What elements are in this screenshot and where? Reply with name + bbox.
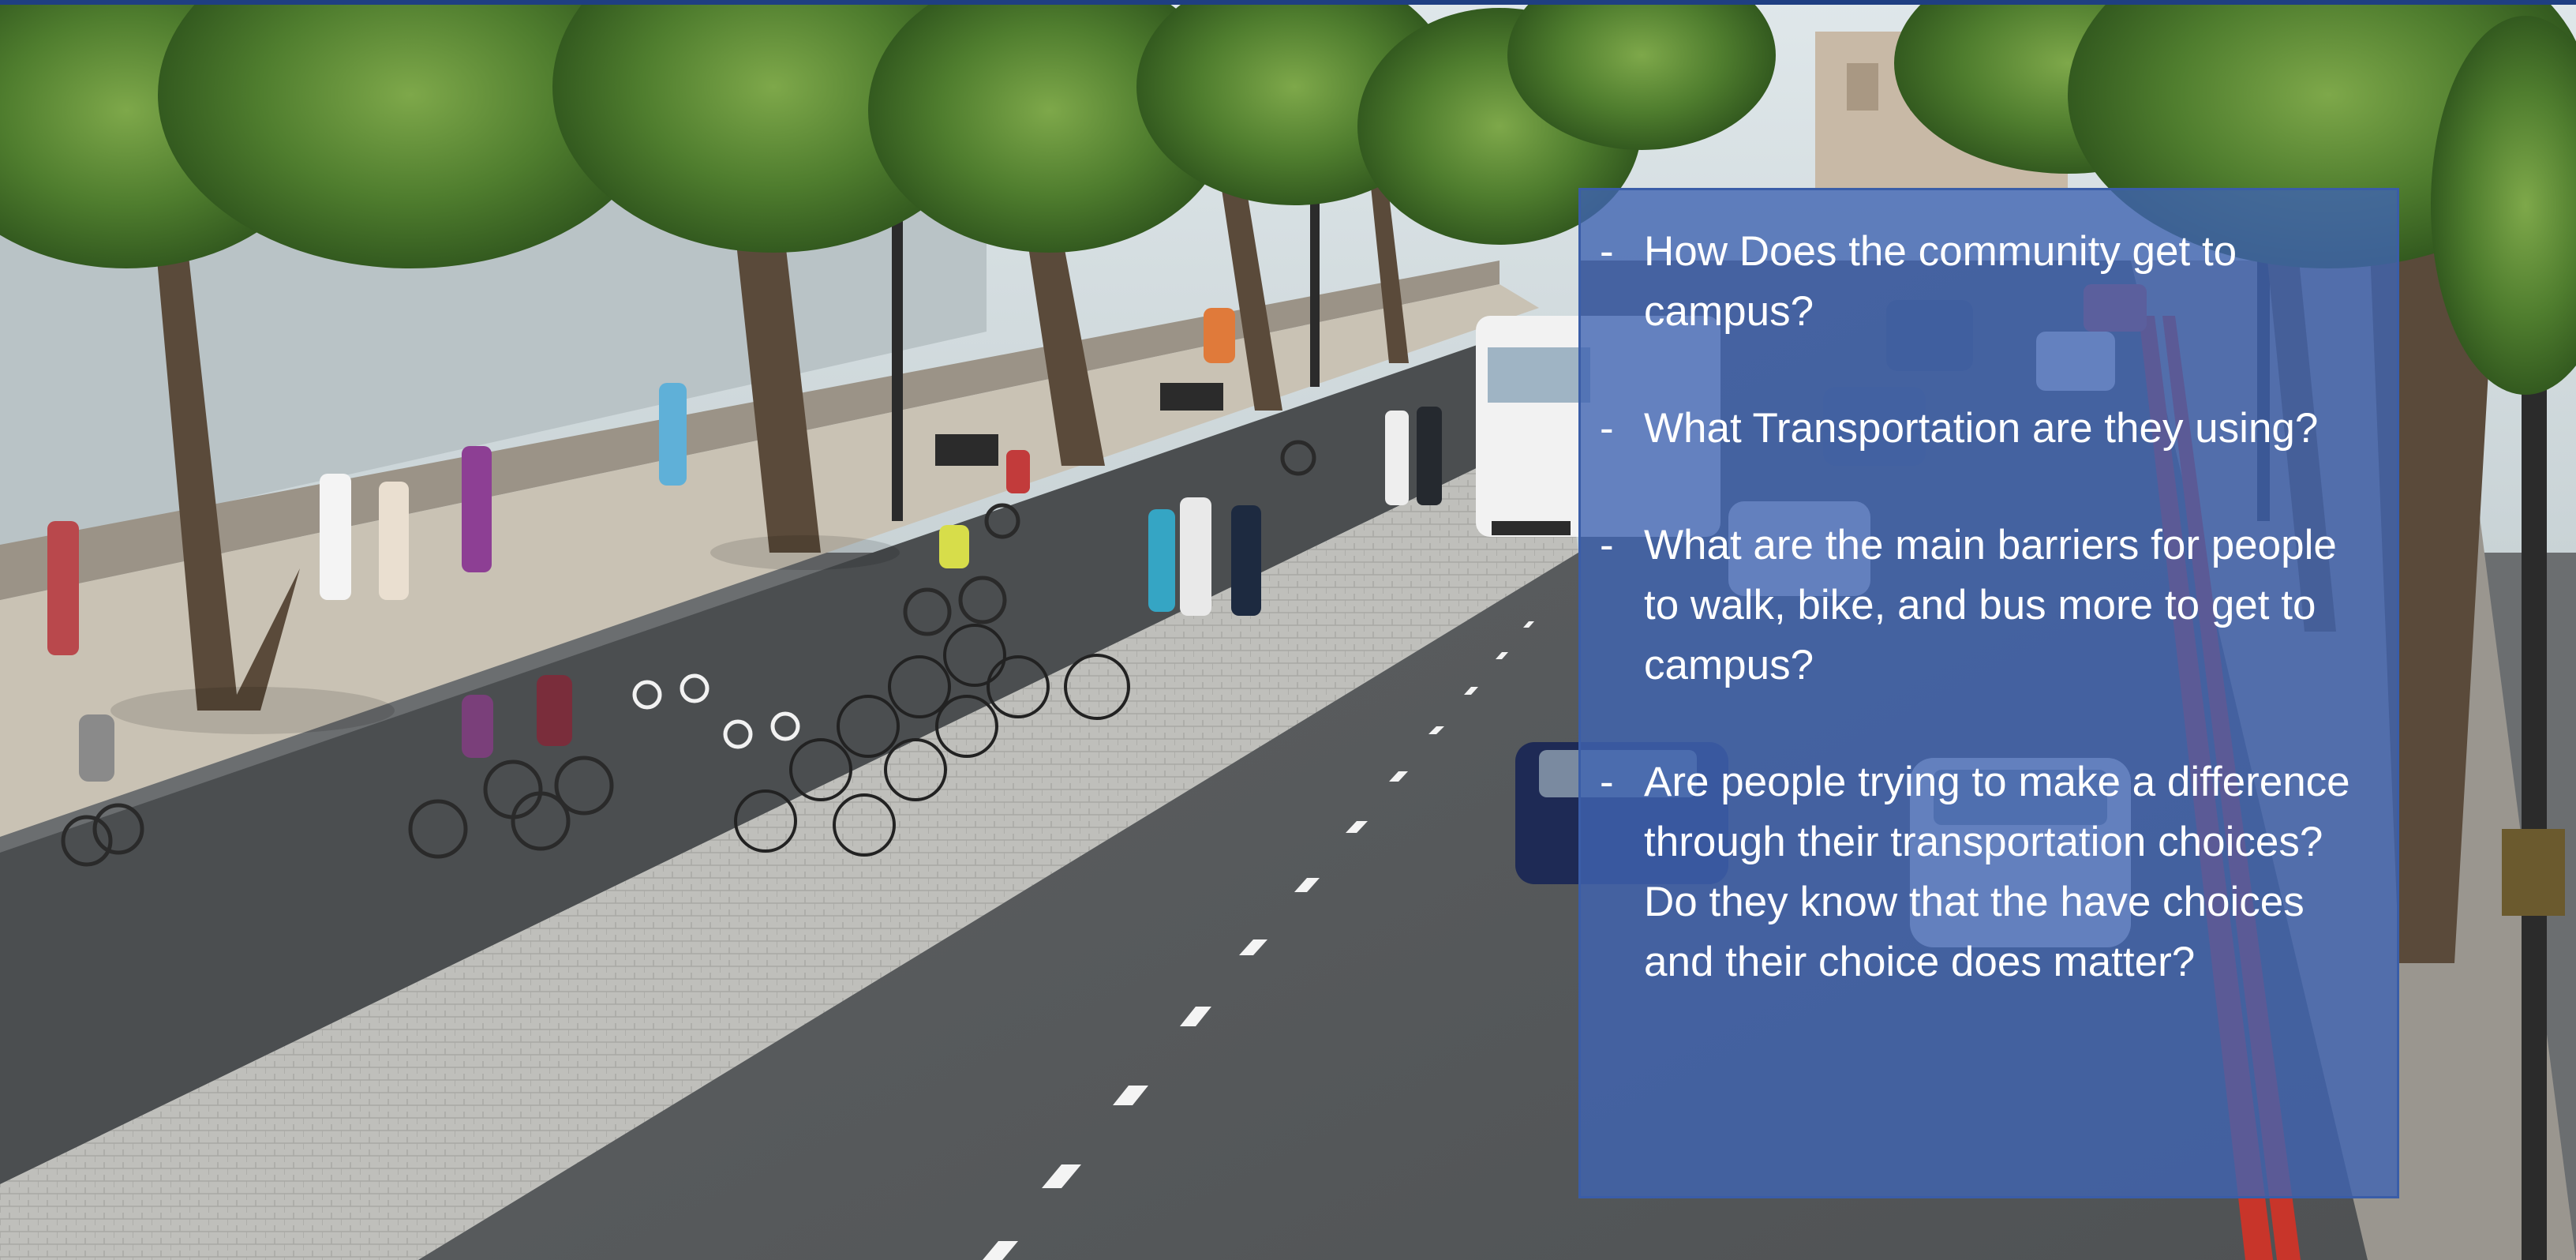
bullet-dash: - (1600, 228, 1614, 275)
pedestrians (47, 308, 1442, 655)
question-text: Are people trying to make a difference t… (1644, 759, 2350, 985)
question-list: - How Does the community get to campus? … (1581, 190, 2397, 992)
question-panel: - How Does the community get to campus? … (1578, 188, 2399, 1198)
top-accent-rule (0, 0, 2576, 5)
question-text: How Does the community get to campus? (1644, 228, 2237, 335)
bullet-dash: - (1600, 405, 1614, 452)
list-item: - What Transportation are they using? (1600, 399, 2365, 459)
list-item: - Are people trying to make a difference… (1600, 752, 2365, 992)
cycle-lane-markings (632, 673, 800, 749)
tree-canopy (0, 0, 2576, 395)
lane-dashes (983, 621, 1534, 1260)
question-text: What are the main barriers for people to… (1644, 522, 2337, 688)
question-text: What Transportation are they using? (1644, 405, 2319, 452)
list-item: - What are the main barriers for people … (1600, 516, 2365, 696)
parked-bicycles (734, 624, 1130, 857)
paved-separator (0, 426, 1578, 1260)
cyclists (61, 440, 1316, 867)
embankment-wall (0, 261, 1500, 600)
list-item: - How Does the community get to campus? (1600, 222, 2365, 342)
ground-shadows (110, 535, 900, 734)
bullet-dash: - (1600, 522, 1614, 568)
bullet-dash: - (1600, 759, 1614, 805)
riverside-pavement (0, 284, 1539, 837)
